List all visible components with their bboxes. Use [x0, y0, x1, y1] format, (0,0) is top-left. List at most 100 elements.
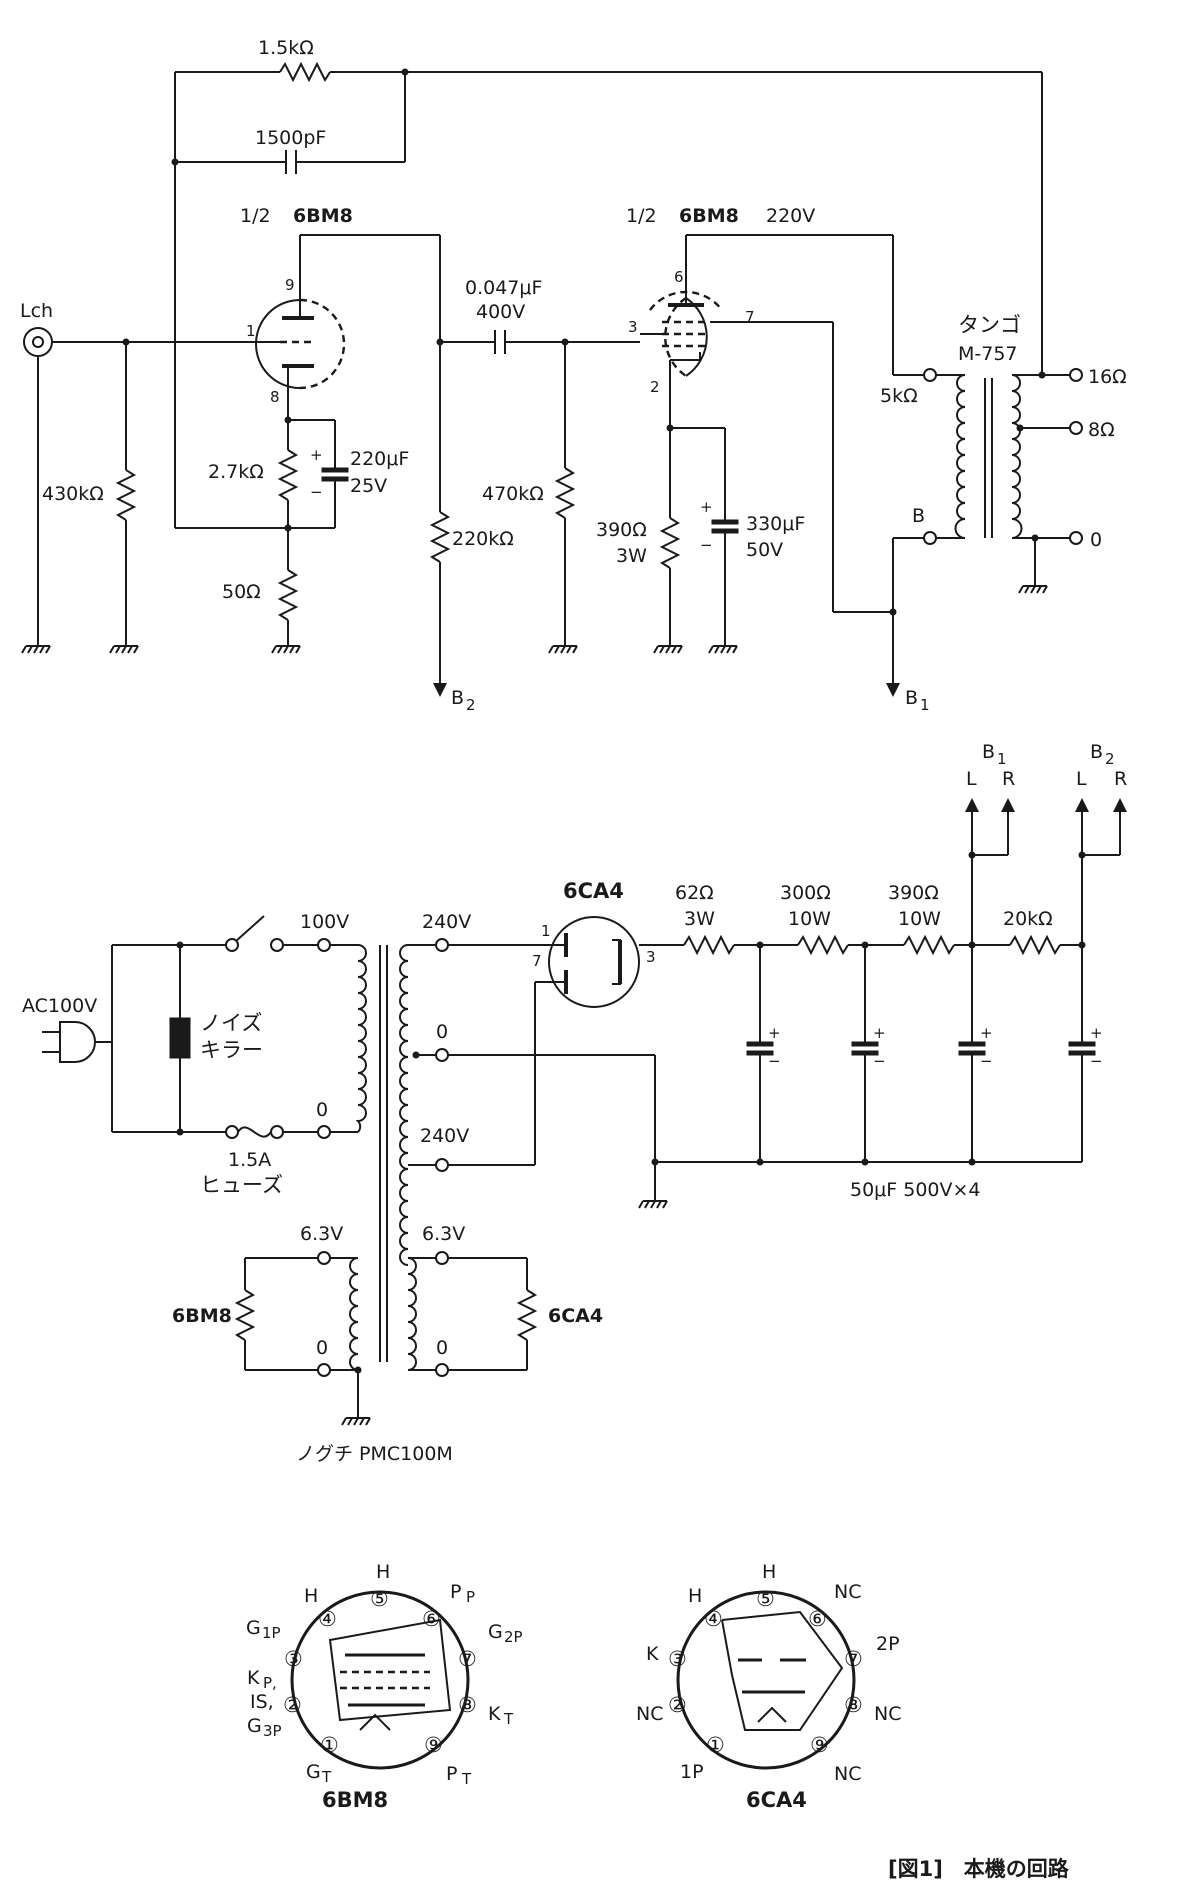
fb-capacitor-label: 1500pF: [255, 127, 326, 149]
svg-text:④: ④: [318, 1607, 337, 1631]
svg-text:−: −: [980, 1052, 993, 1070]
rectifier-6ca4: 1 1 7 3 6CA4: [532, 879, 684, 1008]
svg-text:+: +: [980, 1024, 993, 1042]
ot-tap-8: 8Ω: [1088, 419, 1115, 441]
v2-cathode-cap-v: 50V: [746, 539, 783, 561]
grid-res-430k: 430kΩ: [42, 483, 104, 505]
r3-watt: 10W: [898, 908, 941, 930]
b1-l: L: [966, 768, 977, 790]
v1-triode: 9 1 8 1/2 6BM8: [240, 205, 353, 420]
ot-tap-0: 0: [1090, 529, 1102, 551]
fuse-label: ヒューズ: [200, 1173, 283, 1197]
r1-watt: 3W: [684, 908, 715, 930]
b2-r: R: [1114, 768, 1127, 790]
svg-text:H: H: [688, 1585, 702, 1607]
ot-b: B: [912, 505, 925, 527]
svg-text:H: H: [762, 1561, 776, 1583]
v1-pin-1: 1: [246, 322, 256, 340]
svg-text:1: 1: [920, 696, 930, 714]
heater-right-v: 6.3V: [422, 1223, 465, 1245]
svg-text:NC: NC: [636, 1703, 663, 1725]
noise-killer-2: キラー: [200, 1038, 263, 1062]
svg-text:K: K: [247, 1667, 260, 1689]
svg-text:③: ③: [284, 1647, 303, 1671]
svg-text:−: −: [700, 536, 713, 554]
output-transformer: タンゴ M-757 5kΩ B 16Ω 8Ω 0: [880, 72, 1127, 594]
svg-text:+: +: [1090, 1024, 1103, 1042]
svg-text:G: G: [306, 1761, 321, 1783]
ot-model: M-757: [958, 343, 1018, 365]
svg-text:①: ①: [320, 1733, 339, 1757]
svg-text:⑦: ⑦: [844, 1647, 863, 1671]
v1-plate-res: 220kΩ: [452, 528, 514, 550]
secondary-240v-b: 240V: [420, 1125, 469, 1147]
primary-100v: 100V: [300, 911, 349, 933]
svg-text:T: T: [461, 1770, 472, 1788]
r3-value: 390Ω: [888, 882, 939, 904]
svg-text:③: ③: [668, 1647, 687, 1671]
svg-text:⑤: ⑤: [370, 1587, 389, 1611]
v1-pin-9: 9: [285, 276, 295, 294]
v1-half: 1/2: [240, 205, 271, 227]
svg-text:2P: 2P: [876, 1633, 900, 1655]
svg-text:NC: NC: [834, 1763, 861, 1785]
rect-pin-3: 3: [646, 948, 656, 966]
ot-name: タンゴ: [958, 313, 1021, 337]
svg-text:⑥: ⑥: [422, 1607, 441, 1631]
secondary-0: 0: [436, 1021, 448, 1043]
fb-resistor-label: 1.5kΩ: [258, 37, 314, 59]
pinout-6bm8: 6BM8 ① ② ③ ④ ⑤ ⑥ ⑦ ⑧ ⑨ G T K P, IS, G 3P…: [246, 1561, 523, 1812]
svg-text:⑦: ⑦: [458, 1647, 477, 1671]
v1-fb-res: 50Ω: [222, 581, 261, 603]
svg-text:⑧: ⑧: [458, 1693, 477, 1717]
v1-cathode-res: 2.7kΩ: [208, 461, 264, 483]
svg-text:−: −: [310, 483, 323, 501]
svg-text:H: H: [304, 1585, 318, 1607]
v2-pentode: 6 3 7 2 1/2 6BM8 220V: [626, 205, 815, 428]
svg-text:−: −: [873, 1052, 886, 1070]
input-jack: Lch: [20, 300, 53, 357]
svg-text:+: +: [768, 1024, 781, 1042]
v1-pin-8: 8: [270, 388, 280, 406]
svg-text:2P: 2P: [504, 1628, 523, 1646]
ac-label: AC100V: [22, 995, 97, 1017]
r4-value: 20kΩ: [1003, 908, 1053, 930]
heater-windings: 6.3V 0 6BM8 6.3V 0 6CA4: [172, 1223, 603, 1426]
v2-plate-v: 220V: [766, 205, 815, 227]
svg-text:2: 2: [1105, 750, 1115, 768]
b1-label: B: [905, 687, 918, 709]
v2-grid-res: 470kΩ: [482, 483, 544, 505]
svg-text:G: G: [246, 1617, 261, 1639]
input-label: Lch: [20, 300, 53, 322]
r2-watt: 10W: [788, 908, 831, 930]
svg-text:+: +: [700, 498, 713, 516]
caps-label: 50μF 500V×4: [850, 1179, 981, 1201]
v2-cathode-cap: 330μF: [746, 513, 805, 535]
svg-text:−: −: [768, 1052, 781, 1070]
svg-text:H: H: [376, 1561, 390, 1583]
r2-value: 300Ω: [780, 882, 831, 904]
v2-name: 6BM8: [679, 205, 739, 227]
primary-0: 0: [316, 1099, 328, 1121]
svg-text:①: ①: [706, 1733, 725, 1757]
pinout-6bm8-name: 6BM8: [322, 1788, 388, 1812]
svg-text:⑥: ⑥: [808, 1607, 827, 1631]
svg-text:⑤: ⑤: [756, 1587, 775, 1611]
svg-text:⑨: ⑨: [810, 1733, 829, 1757]
heater-left-0: 0: [316, 1337, 328, 1359]
b-plus-outputs: L R B 1 L R B 2: [965, 741, 1127, 945]
amplifier-section: Lch 430kΩ 1.5kΩ 1500pF: [20, 37, 1127, 714]
svg-text:1P: 1P: [262, 1624, 281, 1642]
svg-text:⑧: ⑧: [844, 1693, 863, 1717]
coupling-cap-v: 400V: [476, 301, 525, 323]
svg-text:②: ②: [668, 1693, 687, 1717]
v1-cathode-cap: 220μF: [350, 448, 409, 470]
svg-text:+: +: [873, 1024, 886, 1042]
svg-text:1P: 1P: [680, 1761, 704, 1783]
rect-pin-7: 7: [532, 952, 542, 970]
ot-primary: 5kΩ: [880, 385, 918, 407]
ot-tap-16: 16Ω: [1088, 366, 1127, 388]
heater-right-name: 6CA4: [548, 1305, 603, 1327]
v2-pin-3: 3: [628, 318, 638, 336]
